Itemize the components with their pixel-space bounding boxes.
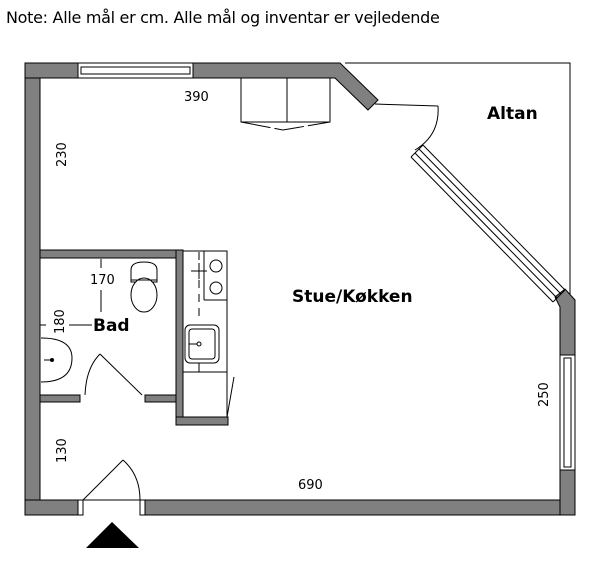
dimension-right: 250 <box>537 382 552 407</box>
wall-bath-bottom-right <box>144 394 177 403</box>
wall-left <box>24 62 41 516</box>
wall-bottom-left <box>24 499 79 516</box>
kitchen-wall-cabinet <box>240 77 331 131</box>
room-label-bathroom: Bad <box>93 316 130 336</box>
window-balcony <box>410 144 566 303</box>
dimension-bath-height: 180 <box>53 309 68 334</box>
entrance-arrow-icon <box>86 522 139 548</box>
wall-top-left <box>24 62 79 79</box>
wall-bath-right <box>175 249 184 426</box>
kitchen-counter <box>182 250 235 418</box>
balcony-outline <box>345 62 571 297</box>
toilet <box>130 261 158 313</box>
dimension-left-upper: 230 <box>55 142 70 167</box>
room-label-living: Stue/Køkken <box>292 287 413 307</box>
wall-bottom-right <box>144 499 576 516</box>
dimension-lines <box>40 259 102 326</box>
entrance-door <box>77 459 146 516</box>
wall-right-lower <box>559 469 576 516</box>
bathroom-sink <box>40 337 73 383</box>
balcony-door <box>374 103 439 151</box>
wall-bath-top <box>39 249 184 259</box>
room-label-balcony: Altan <box>487 104 538 124</box>
dimension-bottom: 690 <box>298 478 323 493</box>
wall-kitchen-bottom <box>175 416 229 426</box>
window-right <box>559 354 576 471</box>
disclaimer-note: Note: Alle mål er cm. Alle mål og invent… <box>6 8 440 27</box>
dimension-top: 390 <box>184 90 209 105</box>
dimension-bath-width: 170 <box>90 273 115 288</box>
window-top <box>77 62 194 79</box>
wall-bath-bottom-left <box>39 394 81 403</box>
bathroom-door <box>84 353 143 396</box>
wall-right-upper <box>554 288 576 356</box>
dimension-left-lower: 130 <box>55 438 70 463</box>
